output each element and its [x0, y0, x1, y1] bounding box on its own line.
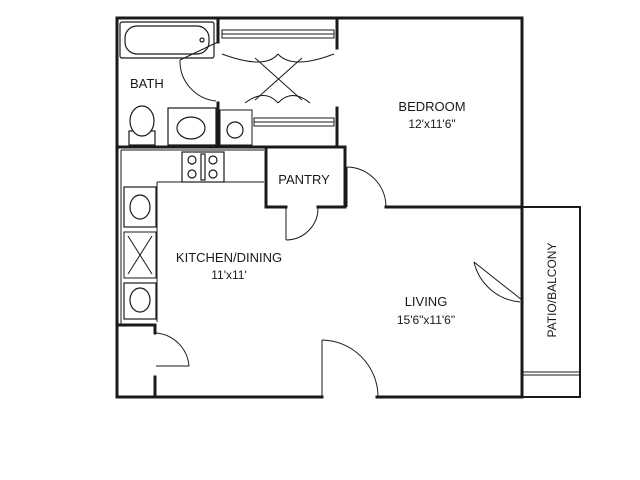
- kitchen-size: 11'x11': [211, 268, 247, 282]
- coat-closet-door: [155, 332, 190, 367]
- bedroom-closet: [221, 29, 335, 104]
- living-size: 15'6"x11'6": [397, 313, 455, 327]
- entry-door: [321, 339, 379, 397]
- stove: [181, 151, 225, 183]
- bath-sink: [167, 107, 217, 146]
- living-label: LIVING: [405, 294, 448, 309]
- bedroom-label: BEDROOM: [398, 99, 465, 114]
- patio-label: PATIO/BALCONY: [545, 243, 559, 338]
- pantry-label: PANTRY: [278, 172, 330, 187]
- bedroom-size: 12'x11'6": [408, 117, 455, 131]
- dishwasher: [123, 231, 157, 279]
- refrigerator: [123, 186, 157, 228]
- kitchen-counter: [120, 149, 264, 325]
- bathtub: [119, 21, 215, 59]
- bedroom-door: [346, 166, 387, 208]
- bath-door: [179, 41, 219, 102]
- bath-label: BATH: [130, 76, 164, 91]
- kitchen-sink: [123, 282, 157, 320]
- patio-balcony-area: [522, 206, 581, 398]
- patio-door: [473, 261, 523, 303]
- pantry-door: [285, 206, 319, 241]
- toilet: [128, 105, 156, 146]
- interior-walls: [115, 16, 524, 399]
- water-heater: [219, 109, 335, 146]
- kitchen-label: KITCHEN/DINING: [176, 250, 282, 265]
- exterior-walls: [115, 16, 524, 399]
